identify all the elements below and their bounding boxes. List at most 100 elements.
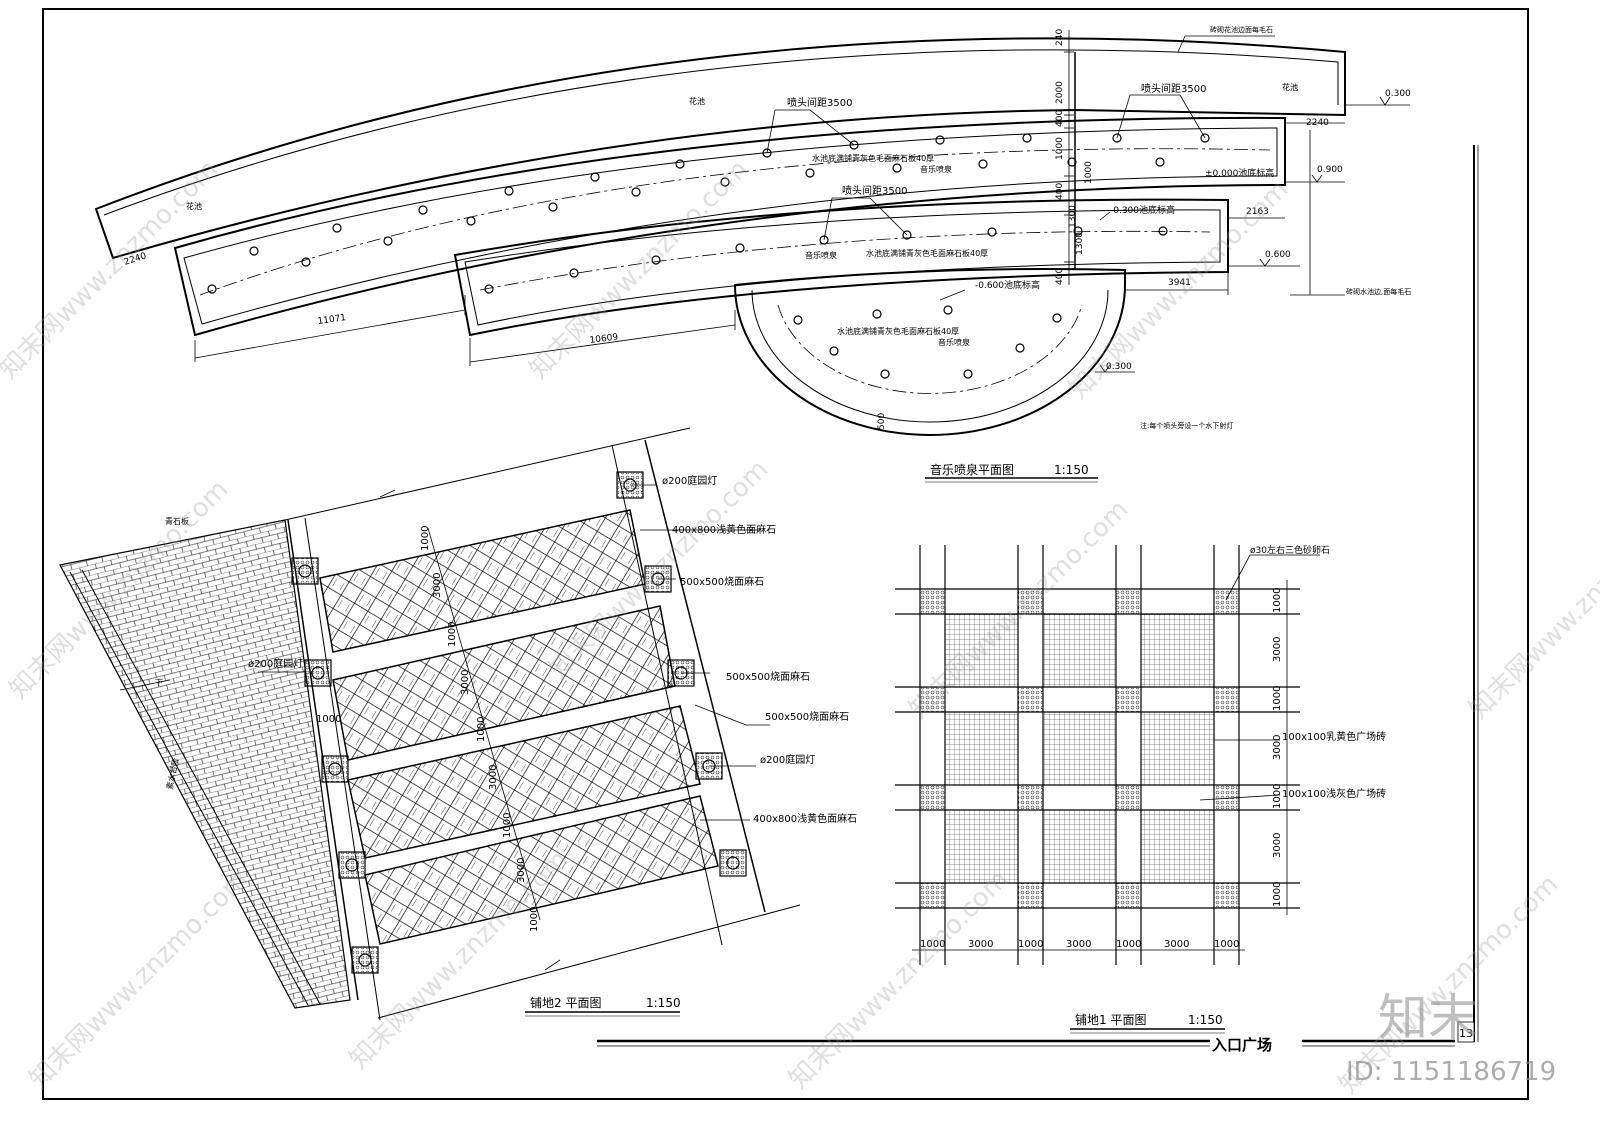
paving1-bottom-dim-2: 3000 <box>968 939 993 950</box>
paving2-label-burnt-1: 500x500烧面麻石 <box>680 575 764 588</box>
music-fountain-label-1: 音乐喷泉 <box>920 164 952 174</box>
paving2-dim-3: 1000 <box>447 622 458 647</box>
watermark-text-3: 知末网www.znzmo.com <box>1064 174 1295 405</box>
paving-1-plan: ø30左右三色砂卵石 100x100乳黄色广场砖 100x100浅灰色广场砖 1… <box>895 544 1386 1034</box>
paving2-dim-6: 3000 <box>488 765 499 790</box>
dim-2163: 2163 <box>1246 207 1269 217</box>
semicircle-axis <box>777 304 1083 394</box>
fountain-note: 注:每个喷头旁设一个水下射灯 <box>1140 421 1233 430</box>
dim-1300-a: 1300 <box>1068 205 1078 228</box>
sheet-border <box>42 8 1529 1100</box>
paving1-bottom-dim-4: 3000 <box>1066 939 1091 950</box>
paving2-bottom-edge <box>377 904 801 1019</box>
dim-400-c: 400 <box>1055 268 1065 285</box>
paving1-right-dim-1: 1000 <box>1272 588 1283 613</box>
flower-bed-outline <box>94 37 1346 260</box>
paving1-scale: 1:150 <box>1188 1013 1223 1027</box>
elevation-label-0: ±0.000池底标高 <box>1205 167 1274 179</box>
semicircle-pool-inner <box>751 289 1109 423</box>
watermark-text-10: 知末网www.znzmo.com <box>784 864 1015 1095</box>
nozzle-spacing-label-3: 喷头间距3500 <box>842 184 907 197</box>
paving1-right-dim-5: 1000 <box>1272 784 1283 809</box>
sheet-title-block: 入口广场 13 <box>597 1021 1475 1054</box>
lower-pool-inner <box>464 209 1221 326</box>
paving1-bottom-dim-6: 3000 <box>1164 939 1189 950</box>
elevation-label-m06: -0.600池底标高 <box>975 279 1040 291</box>
paving2-dim-9: 1000 <box>529 907 540 932</box>
watermark-logo: 知末 <box>1378 989 1478 1047</box>
dim-1000-a: 1000 <box>1055 137 1065 160</box>
paving1-bottom-dim-5: 1000 <box>1116 939 1141 950</box>
flower-bed-label-2: 花池 <box>186 201 202 211</box>
paving2-label-burnt-2: 500x500烧面麻石 <box>726 670 810 683</box>
tile-label-grey: 100x100浅灰色广场砖 <box>1282 787 1386 800</box>
lower-pool-axis <box>479 230 1211 291</box>
paving1-title: 铺地1 平面图 <box>1075 1013 1146 1027</box>
paving1-bottom-dim-7: 1000 <box>1214 939 1239 950</box>
lamp-left-label: ø200庭园灯 <box>248 657 303 670</box>
paving2-dim-2: 3000 <box>432 573 443 598</box>
elev-mark-0300-b: 0.300 <box>1106 362 1132 372</box>
dim-11071: 11071 <box>317 313 347 327</box>
paving-2-plan: 青石板 ø200庭园灯 素水台阶 下 ø200庭园灯 400x800浅黄色面麻石… <box>59 427 857 1021</box>
paving2-dim-4: 3000 <box>460 670 471 695</box>
flower-bed-label-3: 花池 <box>1282 82 1298 92</box>
brick-bed-label: 砖砌花池边面每毛石 <box>1210 25 1273 34</box>
flower-bed-inner <box>103 49 1339 216</box>
paving1-right-dim-4: 3000 <box>1272 735 1283 760</box>
paving2-label-lamp-2: ø200庭园灯 <box>760 753 815 766</box>
down-arrow-label: 下 <box>155 678 163 687</box>
elev-mark-0900: 0.900 <box>1317 165 1343 175</box>
elev-mark-0600: 0.600 <box>1265 250 1291 260</box>
music-fountain-label-3: 音乐喷泉 <box>938 337 970 347</box>
semicircle-pool-outline <box>733 268 1126 436</box>
fountain-dimension-lines <box>194 30 1410 373</box>
dim-400-a: 400 <box>1055 110 1065 127</box>
fountain-nozzles <box>207 133 1210 379</box>
dim-1300-b: 1300 <box>1075 232 1085 255</box>
nozzle-spacing-label-2: 喷头间距3500 <box>1141 82 1206 95</box>
sheet-page-number: 13 <box>1459 1027 1473 1040</box>
tile-label-yellow: 100x100乳黄色广场砖 <box>1282 730 1386 743</box>
watermark-text-1: 知末网www.znzmo.com <box>0 154 224 385</box>
paving2-label-burnt-3: 500x500烧面麻石 <box>765 710 849 723</box>
pool-bottom-label-3: 水池底满铺青灰色毛面麻石板40厚 <box>837 326 959 336</box>
sheet-title: 入口广场 <box>1212 1036 1272 1054</box>
pool-bottom-label-2: 水池底满铺青灰色毛面麻石板40厚 <box>866 248 988 258</box>
dim-2000: 2000 <box>1055 81 1065 104</box>
upper-pool-axis <box>199 148 1271 296</box>
music-fountain-plan: 花池 花池 花池 喷头间距3500 喷头间距3500 喷头间距3500 水池底满… <box>94 25 1411 483</box>
paving2-label-stone-1: 400x800浅黄色面麻石 <box>672 523 776 536</box>
dim-400-b: 400 <box>1055 183 1065 200</box>
dim-500: 500 <box>877 413 887 430</box>
dim-3941: 3941 <box>1168 278 1191 288</box>
dim-1000-b: 1000 <box>1084 161 1094 184</box>
music-fountain-label-2: 音乐喷泉 <box>805 250 837 260</box>
dim-10609: 10609 <box>589 333 619 346</box>
paving2-dim-8: 3000 <box>516 858 527 883</box>
paving1-bottom-dim-3: 1000 <box>1018 939 1043 950</box>
pebble-label: ø30左右三色砂卵石 <box>1250 544 1330 556</box>
watermark-id: ID: 1151186719 <box>1346 1057 1556 1087</box>
watermark-text-8: 知末网www.znzmo.com <box>24 864 255 1095</box>
watermark-text-7: 知末网www.znzmo.com <box>1464 494 1600 725</box>
paving2-dim-7: 1000 <box>502 813 513 838</box>
paving2-dim-1: 1000 <box>420 526 431 551</box>
bluestone-slab-area <box>59 519 351 1009</box>
pebble-nodes <box>919 588 1240 909</box>
paving2-scale: 1:150 <box>646 996 681 1010</box>
paving2-top-edge <box>284 427 691 521</box>
paving2-dim-5: 1000 <box>476 717 487 742</box>
paving2-dim-10: 1000 <box>316 714 341 725</box>
paving1-right-dim-3: 1000 <box>1272 686 1283 711</box>
nozzle-spacing-label-1: 喷头间距3500 <box>787 96 852 109</box>
square-tiles <box>944 613 1215 884</box>
dim-2240-a: 2240 <box>1306 118 1329 128</box>
paving1-right-dim-7: 1000 <box>1272 882 1283 907</box>
fountain-title: 音乐喷泉平面图 <box>930 462 1014 477</box>
paving2-title: 铺地2 平面图 <box>530 996 601 1010</box>
fountain-scale: 1:150 <box>1054 463 1089 477</box>
paving1-right-dim-2: 3000 <box>1272 637 1283 662</box>
paving2-label-lamp-1: ø200庭园灯 <box>662 474 717 487</box>
